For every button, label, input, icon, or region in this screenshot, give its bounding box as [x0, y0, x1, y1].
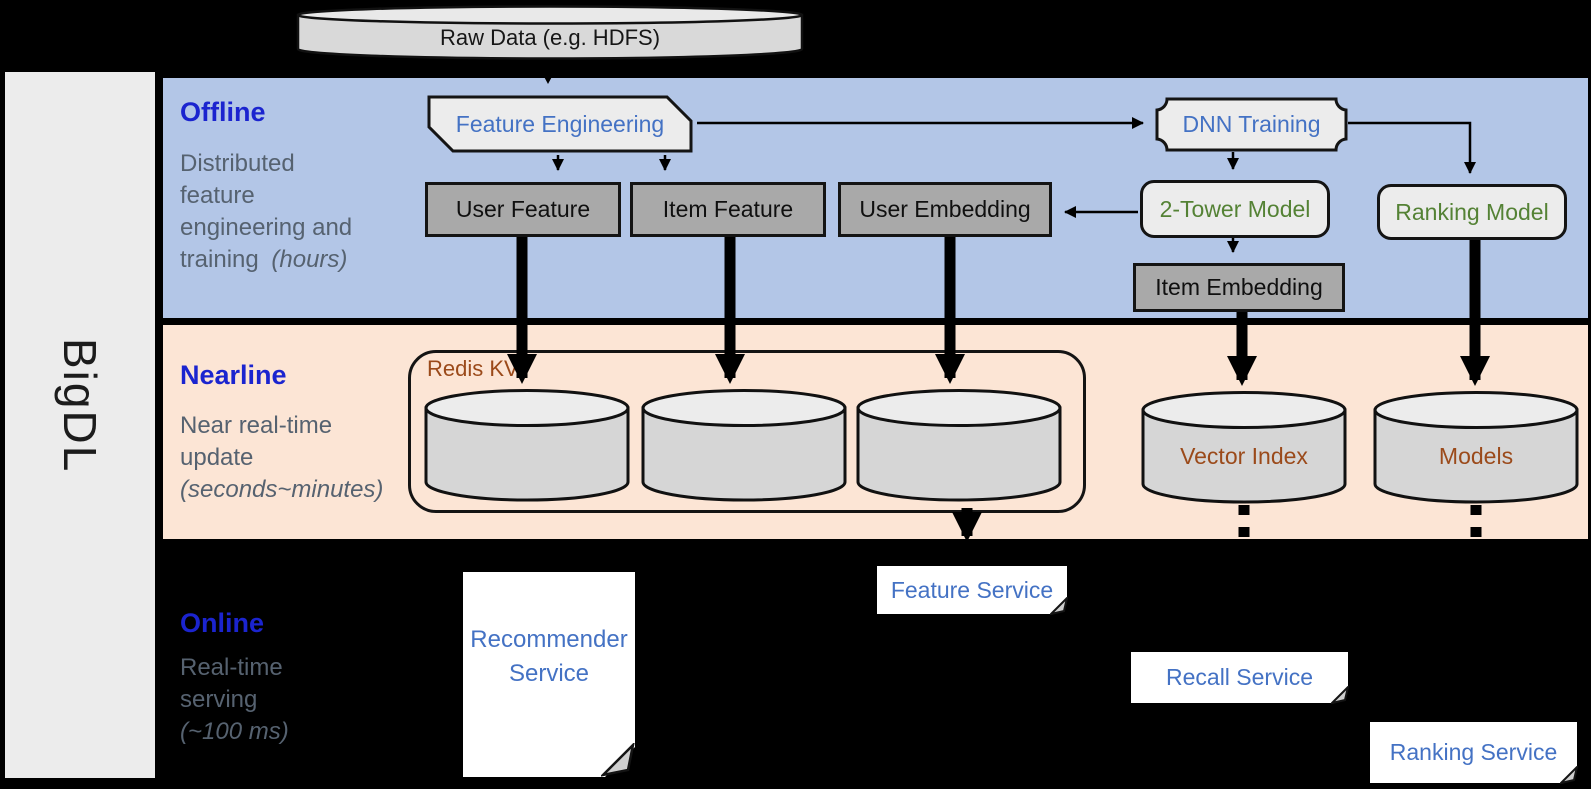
folded-corner-icon — [1331, 686, 1349, 704]
redis-kv-label: Redis KV — [427, 356, 519, 381]
offline-title: Offline — [180, 97, 266, 127]
offline-desc-line: training (hours) — [180, 246, 348, 273]
folded-corner-icon — [1560, 766, 1578, 784]
offline-latency: (hours) — [271, 246, 348, 273]
process-shape-icon — [427, 95, 693, 153]
bigdl-brand-bar: BigDL — [5, 72, 155, 778]
online-description: Real-time serving (~100 ms) — [180, 652, 440, 748]
nearline-desc-line: update — [180, 444, 254, 471]
nearline-latency: (seconds~minutes) — [180, 476, 384, 503]
plaque-shape-icon — [1155, 97, 1348, 152]
models-label: Models — [1438, 443, 1514, 469]
dnn-training-node: DNN Training — [1155, 97, 1348, 152]
item-embedding-node: Item Embedding — [1133, 263, 1345, 312]
cylinder-icon — [641, 389, 847, 502]
cylinder-icon — [296, 5, 804, 60]
recall-service-label: Recall Service — [1166, 664, 1313, 690]
item-feature-label: Item Feature — [662, 196, 794, 222]
offline-description: Distributed feature engineering and trai… — [180, 148, 440, 276]
item-feature-node: Item Feature — [630, 182, 826, 237]
nearline-title: Nearline — [180, 360, 287, 390]
user-feature-label: User Feature — [455, 196, 591, 222]
item-embedding-label: Item Embedding — [1155, 274, 1323, 300]
nearline-desc-line: Near real-time — [180, 412, 333, 439]
two-tower-model-node: 2-Tower Model — [1140, 180, 1330, 238]
offline-desc-line: engineering and — [180, 214, 353, 241]
models-store: Models — [1372, 390, 1580, 506]
redis-kv-container — [408, 350, 1086, 513]
vector-index-store: Vector Index — [1140, 390, 1348, 506]
nearline-description: Near real-time update (seconds~minutes) — [180, 410, 440, 506]
two-tower-model-label: 2-Tower Model — [1159, 195, 1311, 222]
user-embedding-node: User Embedding — [838, 182, 1052, 237]
feature-engineering-label: Feature Engineering — [455, 110, 665, 137]
redis-cylinder-1 — [423, 388, 631, 504]
folded-corner-icon — [601, 743, 635, 777]
offline-desc-line: Distributed — [180, 150, 295, 177]
raw-data-store: Raw Data (e.g. HDFS) — [295, 4, 805, 62]
cylinder-icon — [856, 389, 1062, 502]
recall-service-node: Recall Service — [1131, 652, 1348, 703]
ranking-service-node: Ranking Service — [1370, 722, 1577, 783]
redis-cylinder-3 — [855, 388, 1063, 504]
feature-service-node: Feature Service — [877, 566, 1067, 614]
ranking-service-label: Ranking Service — [1389, 739, 1558, 765]
raw-data-label: Raw Data (e.g. HDFS) — [439, 25, 661, 50]
feature-service-label: Feature Service — [890, 576, 1054, 603]
offline-desc-line: feature — [180, 182, 255, 209]
redis-cylinder-2 — [640, 388, 848, 504]
online-latency: (~100 ms) — [180, 718, 289, 745]
user-feature-node: User Feature — [425, 182, 621, 237]
cylinder-icon — [1141, 391, 1347, 504]
ranking-model-label: Ranking Model — [1395, 198, 1549, 225]
cylinder-icon — [1373, 391, 1579, 504]
cylinder-icon — [424, 389, 630, 502]
recommender-service-label: Recommender Service — [470, 625, 628, 687]
online-desc-line: serving — [180, 686, 258, 713]
user-embedding-label: User Embedding — [859, 196, 1031, 222]
folded-corner-icon — [1050, 597, 1068, 615]
online-title: Online — [180, 608, 265, 638]
recommender-service-node: Recommender Service — [463, 572, 635, 777]
ranking-model-node: Ranking Model — [1377, 184, 1567, 240]
online-desc-line: Real-time — [180, 654, 283, 681]
dnn-training-label: DNN Training — [1182, 111, 1321, 137]
feature-engineering-node: Feature Engineering — [427, 95, 693, 153]
vector-index-label: Vector Index — [1180, 443, 1308, 469]
brand-name: BigDL — [54, 338, 106, 474]
